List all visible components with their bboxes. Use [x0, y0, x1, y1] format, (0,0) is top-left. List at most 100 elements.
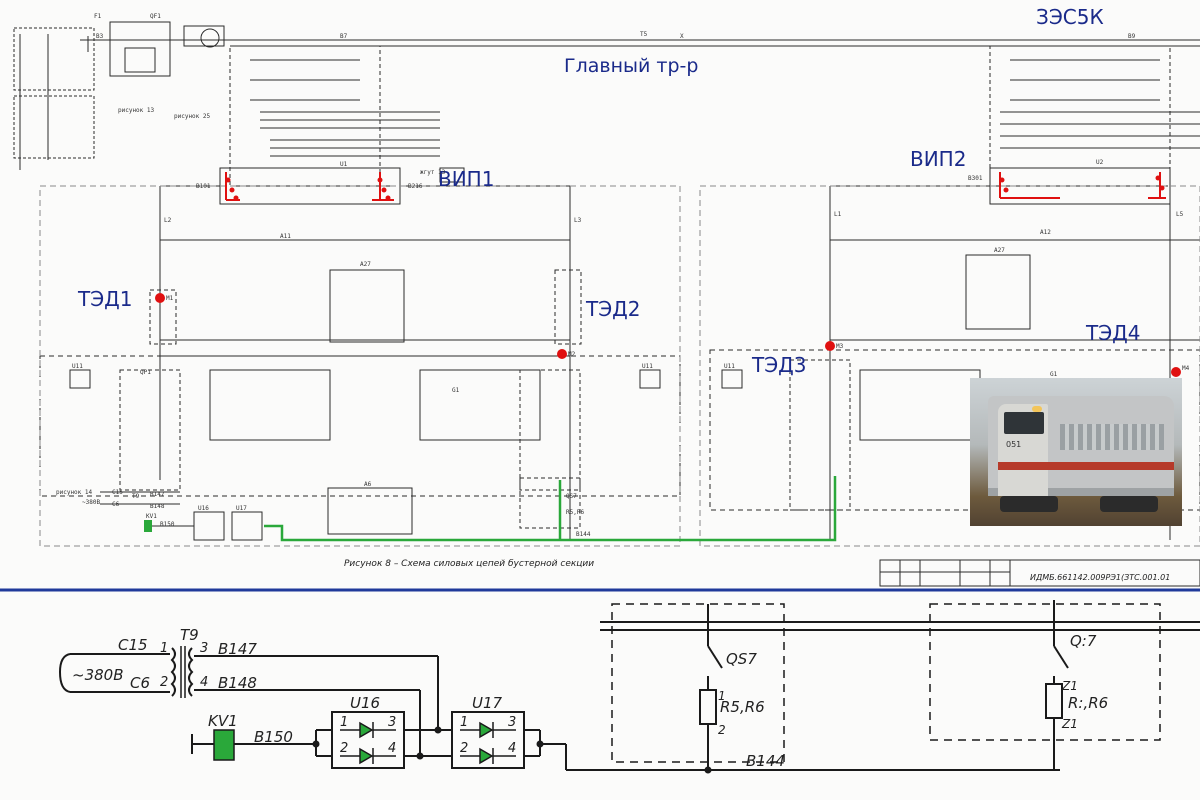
lower-t9-pin4: 4 [200, 675, 208, 690]
upper-labels: ЗЭС5К Главный тр-р ВИП1 ВИП2 ТЭД1 ТЭД2 Т… [56, 5, 1190, 582]
label-m2: M2 [568, 351, 576, 358]
motor-3-dot [825, 341, 835, 351]
label-b9: B9 [1128, 33, 1136, 40]
lower-r-pin1b: Z1 [1061, 679, 1078, 693]
loco-louvers [1060, 424, 1164, 450]
lower-b150: B150 [254, 728, 293, 746]
lower-qs7: QS7 [726, 650, 757, 668]
label-u17: U17 [236, 505, 247, 512]
loco-bogie-front [1000, 496, 1058, 512]
label-a27: A27 [360, 261, 371, 268]
label-m1: M1 [166, 295, 174, 302]
label-fig14: рисунок 14 [56, 489, 93, 496]
label-qs7: QS7 [566, 493, 577, 500]
label-u16: U16 [198, 505, 209, 512]
upper-green-path [264, 476, 837, 542]
label-a6: A6 [364, 481, 372, 488]
label-fig25: рисунок 25 [174, 113, 211, 120]
label-u11c: U11 [724, 363, 735, 370]
lower-t9-pin3: 3 [200, 641, 208, 656]
label-b301: B301 [968, 175, 983, 182]
label-b147: B147 [150, 491, 165, 498]
label-b148: B148 [150, 503, 165, 510]
lower-r-pin2b: Z1 [1061, 717, 1078, 731]
lower-kv1: KV1 [208, 712, 238, 730]
label-b101: B101 [196, 183, 211, 190]
u17-pin-1: 1 [460, 715, 468, 730]
label-l1: L1 [834, 211, 842, 218]
lower-c6: C6 [130, 674, 150, 692]
loco-number: 051 [1006, 440, 1022, 449]
label-t9: T9 [132, 493, 140, 500]
lower-r5r6: R5,R6 [720, 698, 765, 716]
lower-r-pin2: 2 [718, 723, 726, 737]
label-u1: U1 [340, 161, 348, 168]
motor-3-label: ТЭД3 [751, 353, 807, 377]
label-qp1: QP1 [140, 369, 151, 376]
loco-stripe [998, 462, 1174, 470]
loco-windshield [1004, 412, 1044, 434]
u16-pin-4: 4 [388, 741, 396, 756]
lower-t9: T9 [180, 626, 199, 644]
loco-headlight [1032, 406, 1042, 412]
motor-1-label: ТЭД1 [77, 287, 133, 311]
upper-schematic [13, 21, 1200, 587]
lower-t9-pin1: 1 [160, 641, 168, 656]
label-a11: A11 [280, 233, 291, 240]
u17-pin-2: 2 [460, 741, 468, 756]
label-b144: B144 [576, 531, 591, 538]
lower-t9-pin2: 2 [160, 675, 168, 690]
lower-b147: B147 [218, 640, 257, 658]
label-g1: G1 [452, 387, 460, 394]
u16-pin-2: 2 [340, 741, 348, 756]
lower-u17: U17 [472, 694, 503, 712]
upper-kv1-relay [144, 520, 152, 532]
figure-caption: Рисунок 8 – Схема силовых цепей бустерно… [344, 559, 594, 569]
label-b216: B216 [408, 183, 423, 190]
label-u11b: U11 [642, 363, 653, 370]
u17-pin-3: 3 [508, 715, 516, 730]
motor-4-label: ТЭД4 [1085, 321, 1141, 345]
lower-labels: C15 C6 ~380В T9 1 2 3 4 B147 B148 KV1 B1… [72, 626, 1108, 770]
u16-pin-1: 1 [340, 715, 348, 730]
label-a27b: A27 [994, 247, 1005, 254]
label-c6: C6 [112, 501, 120, 508]
junction-dots [312, 726, 712, 774]
label-m4: M4 [1182, 365, 1190, 372]
label-l3: L3 [574, 217, 582, 224]
motor-1-dot [155, 293, 165, 303]
label-m3: M3 [836, 343, 844, 350]
rectifier-2-label: ВИП2 [910, 147, 966, 171]
label-c15: C15 [112, 489, 123, 496]
label-t5: T5 [640, 31, 648, 38]
lower-q7: Q:7 [1070, 632, 1097, 650]
label-v380: ~380В [82, 499, 100, 506]
motor-4-dot [1171, 367, 1181, 377]
label-u2: U2 [1096, 159, 1104, 166]
lower-r-pin1: 1 [718, 689, 726, 703]
lower-supply: ~380В [72, 666, 124, 684]
kv1-relay [213, 729, 235, 761]
label-f1: F1 [94, 13, 102, 20]
rectifier-red-dots [225, 175, 1165, 201]
lower-b144: B144 [746, 752, 785, 770]
label-x: X [680, 33, 684, 40]
label-kv1: KV1 [146, 513, 157, 520]
lower-r5r6b: R:,R6 [1068, 694, 1108, 712]
label-g1b: G1 [1050, 371, 1058, 378]
locomotive-photo: 051 [970, 378, 1182, 526]
label-zhgut: жгут 13 [420, 169, 446, 176]
label-b150: B150 [160, 521, 175, 528]
label-a12: A12 [1040, 229, 1051, 236]
motor-2-label: ТЭД2 [585, 297, 641, 321]
label-fig13: рисунок 13 [118, 107, 155, 114]
lower-schematic [58, 600, 1200, 771]
lower-u16: U16 [350, 694, 380, 712]
label-b7: B7 [340, 33, 348, 40]
motor-indicators [155, 293, 1181, 377]
lower-b148: B148 [218, 674, 257, 692]
u16-pin-3: 3 [388, 715, 396, 730]
diodes [359, 721, 494, 765]
